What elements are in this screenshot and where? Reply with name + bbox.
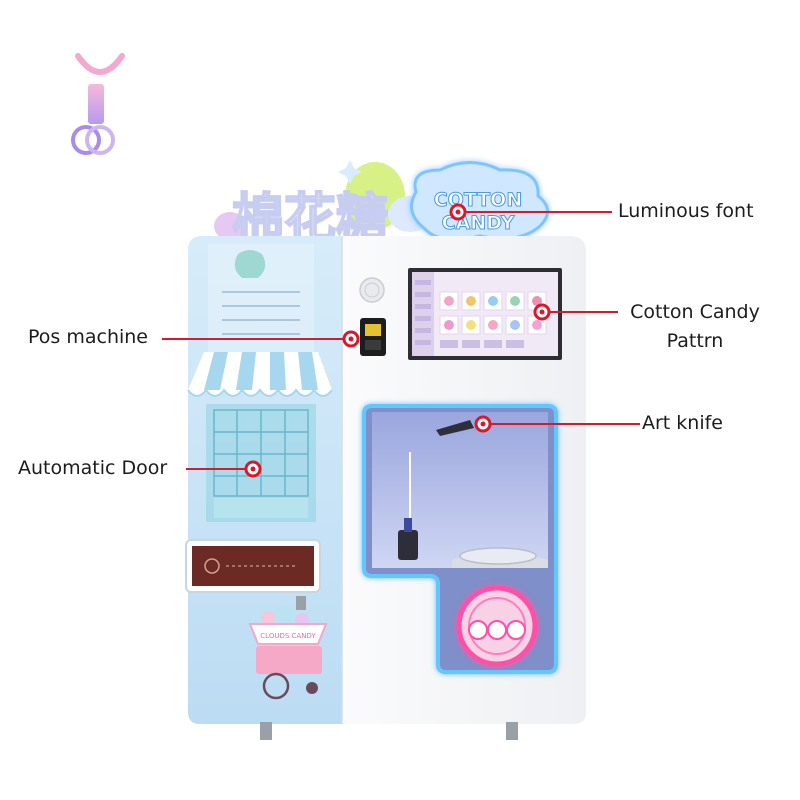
label-cotton-candy-pattern: Cotton Candy Pattrn	[622, 298, 768, 356]
callout-pos-machine	[162, 330, 360, 348]
awning	[187, 352, 333, 397]
label-art-knife: Art knife	[642, 412, 724, 434]
callout-cotton-candy-pattern	[533, 303, 618, 321]
outlet-display	[185, 539, 321, 593]
automatic-door	[206, 404, 316, 522]
touch-screen	[408, 268, 562, 360]
neon-sign	[456, 585, 538, 667]
topper-sign: 棉花糖 COTTON CANDY	[214, 160, 549, 250]
brand-logo-icon	[71, 53, 125, 155]
label-cotton-candy-pattern-line1: Cotton Candy	[630, 301, 760, 323]
pos-machine	[360, 318, 386, 356]
topper-english-line1: COTTON	[434, 189, 523, 211]
label-automatic-door: Automatic Door	[18, 457, 168, 479]
callout-art-knife	[474, 415, 640, 433]
cart-sign-text: CLOUDS CANDY	[260, 632, 316, 640]
left-panel-decor	[208, 244, 314, 354]
label-cotton-candy-pattern-line2: Pattrn	[666, 330, 724, 352]
label-pos-machine: Pos machine	[28, 326, 148, 348]
speaker-grille	[359, 277, 385, 303]
callout-automatic-door	[186, 460, 262, 478]
callout-luminous-font	[449, 203, 612, 221]
label-luminous-font: Luminous font	[618, 200, 754, 222]
candy-cart-decal: CLOUDS CANDY	[248, 596, 328, 700]
